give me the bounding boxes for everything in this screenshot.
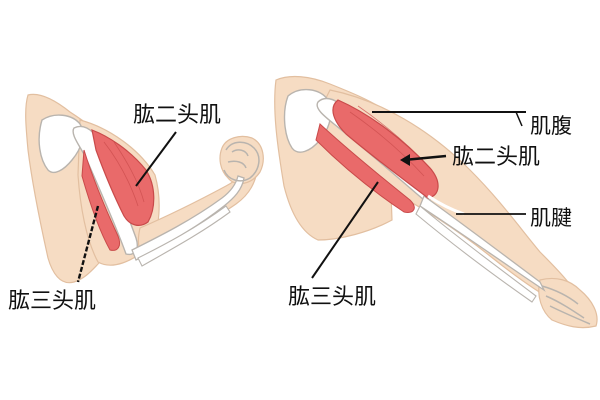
right-belly-pointer-tail xyxy=(515,111,523,127)
right-ulna-bone xyxy=(415,205,537,303)
label-right-tendon: 肌腱 xyxy=(530,206,572,230)
left-biceps-pointer xyxy=(135,131,177,187)
label-left-biceps: 肱二头肌 xyxy=(133,103,222,128)
left-triceps-muscle xyxy=(81,149,121,251)
right-arm-extended xyxy=(274,75,598,329)
right-biceps-muscle xyxy=(332,99,439,199)
left-biceps-muscle xyxy=(91,129,155,226)
left-fist-bones xyxy=(223,141,260,182)
left-arm-flexed xyxy=(25,93,264,284)
right-biceps-pointer-head xyxy=(400,154,410,166)
label-left-triceps: 肱三头肌 xyxy=(8,289,97,314)
right-hand-skin xyxy=(538,277,598,329)
left-triceps-pointer xyxy=(76,205,100,283)
left-hand-skin xyxy=(219,135,264,185)
label-right-muscle-belly: 肌腹 xyxy=(530,114,572,138)
label-right-triceps: 肱三头肌 xyxy=(288,285,377,310)
right-hand-bones xyxy=(541,285,591,325)
label-right-biceps: 肱二头肌 xyxy=(452,145,541,170)
right-radius-bone xyxy=(419,194,546,292)
right-triceps-pointer xyxy=(311,181,379,279)
left-scapula-bone xyxy=(38,114,84,174)
right-triceps-muscle xyxy=(315,123,415,213)
right-biceps-pointer xyxy=(403,154,447,162)
right-biceps-fibers xyxy=(349,105,433,177)
left-biceps-fibers xyxy=(103,141,145,207)
left-ulna-bone xyxy=(137,205,231,267)
right-tendon xyxy=(427,194,465,216)
